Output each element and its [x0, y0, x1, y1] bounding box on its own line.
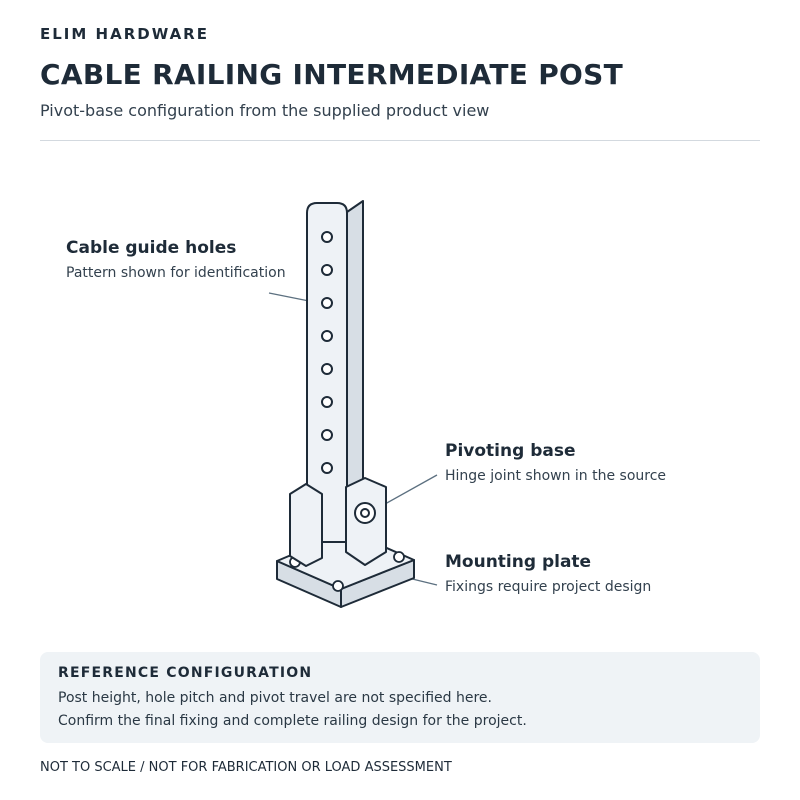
- brand-name: ELIM HARDWARE: [40, 25, 209, 43]
- pivot-bracket-left: [289, 483, 323, 567]
- reference-line: Post height, hole pitch and pivot travel…: [58, 690, 492, 706]
- fixing-hole: [332, 580, 344, 592]
- callout-mounting-plate: Mounting plate Fixings require project d…: [445, 551, 651, 596]
- mounting-plate: [276, 530, 415, 608]
- callout-title: Mounting plate: [445, 552, 592, 572]
- pivoting-base: [289, 477, 387, 567]
- callout-title: Cable guide holes: [66, 238, 237, 258]
- cable-guide-hole: [321, 330, 333, 342]
- reference-heading: REFERENCE CONFIGURATION: [58, 665, 313, 681]
- reference-line: Confirm the final fixing and complete ra…: [58, 713, 527, 729]
- cable-guide-hole: [321, 231, 333, 243]
- cable-guide-hole: [321, 396, 333, 408]
- cable-guide-hole: [321, 462, 333, 474]
- callout-cable-guide-holes: Cable guide holes Pattern shown for iden…: [66, 237, 286, 282]
- callout-description: Hinge joint shown in the source: [445, 468, 667, 484]
- cable-guide-hole: [321, 297, 333, 309]
- cable-guide-hole: [321, 429, 333, 441]
- pivot-hinge-pin: [360, 508, 370, 518]
- post-body: [306, 200, 364, 543]
- page-subtitle: Pivot-base configuration from the suppli…: [40, 101, 490, 120]
- cable-guide-hole: [321, 264, 333, 276]
- reference-note-panel: REFERENCE CONFIGURATION Post height, hol…: [40, 652, 760, 743]
- callout-title: Pivoting base: [445, 441, 576, 461]
- header-divider: [40, 140, 760, 141]
- callout-description: Pattern shown for identification: [66, 265, 286, 281]
- cable-guide-holes: [321, 231, 333, 474]
- cable-guide-hole: [321, 363, 333, 375]
- fixing-hole: [393, 551, 405, 563]
- callout-pivoting-base: Pivoting base Hinge joint shown in the s…: [445, 440, 666, 485]
- footer-disclaimer: NOT TO SCALE / NOT FOR FABRICATION OR LO…: [40, 760, 452, 775]
- callout-description: Fixings require project design: [445, 579, 652, 595]
- page-title: CABLE RAILING INTERMEDIATE POST: [40, 58, 623, 91]
